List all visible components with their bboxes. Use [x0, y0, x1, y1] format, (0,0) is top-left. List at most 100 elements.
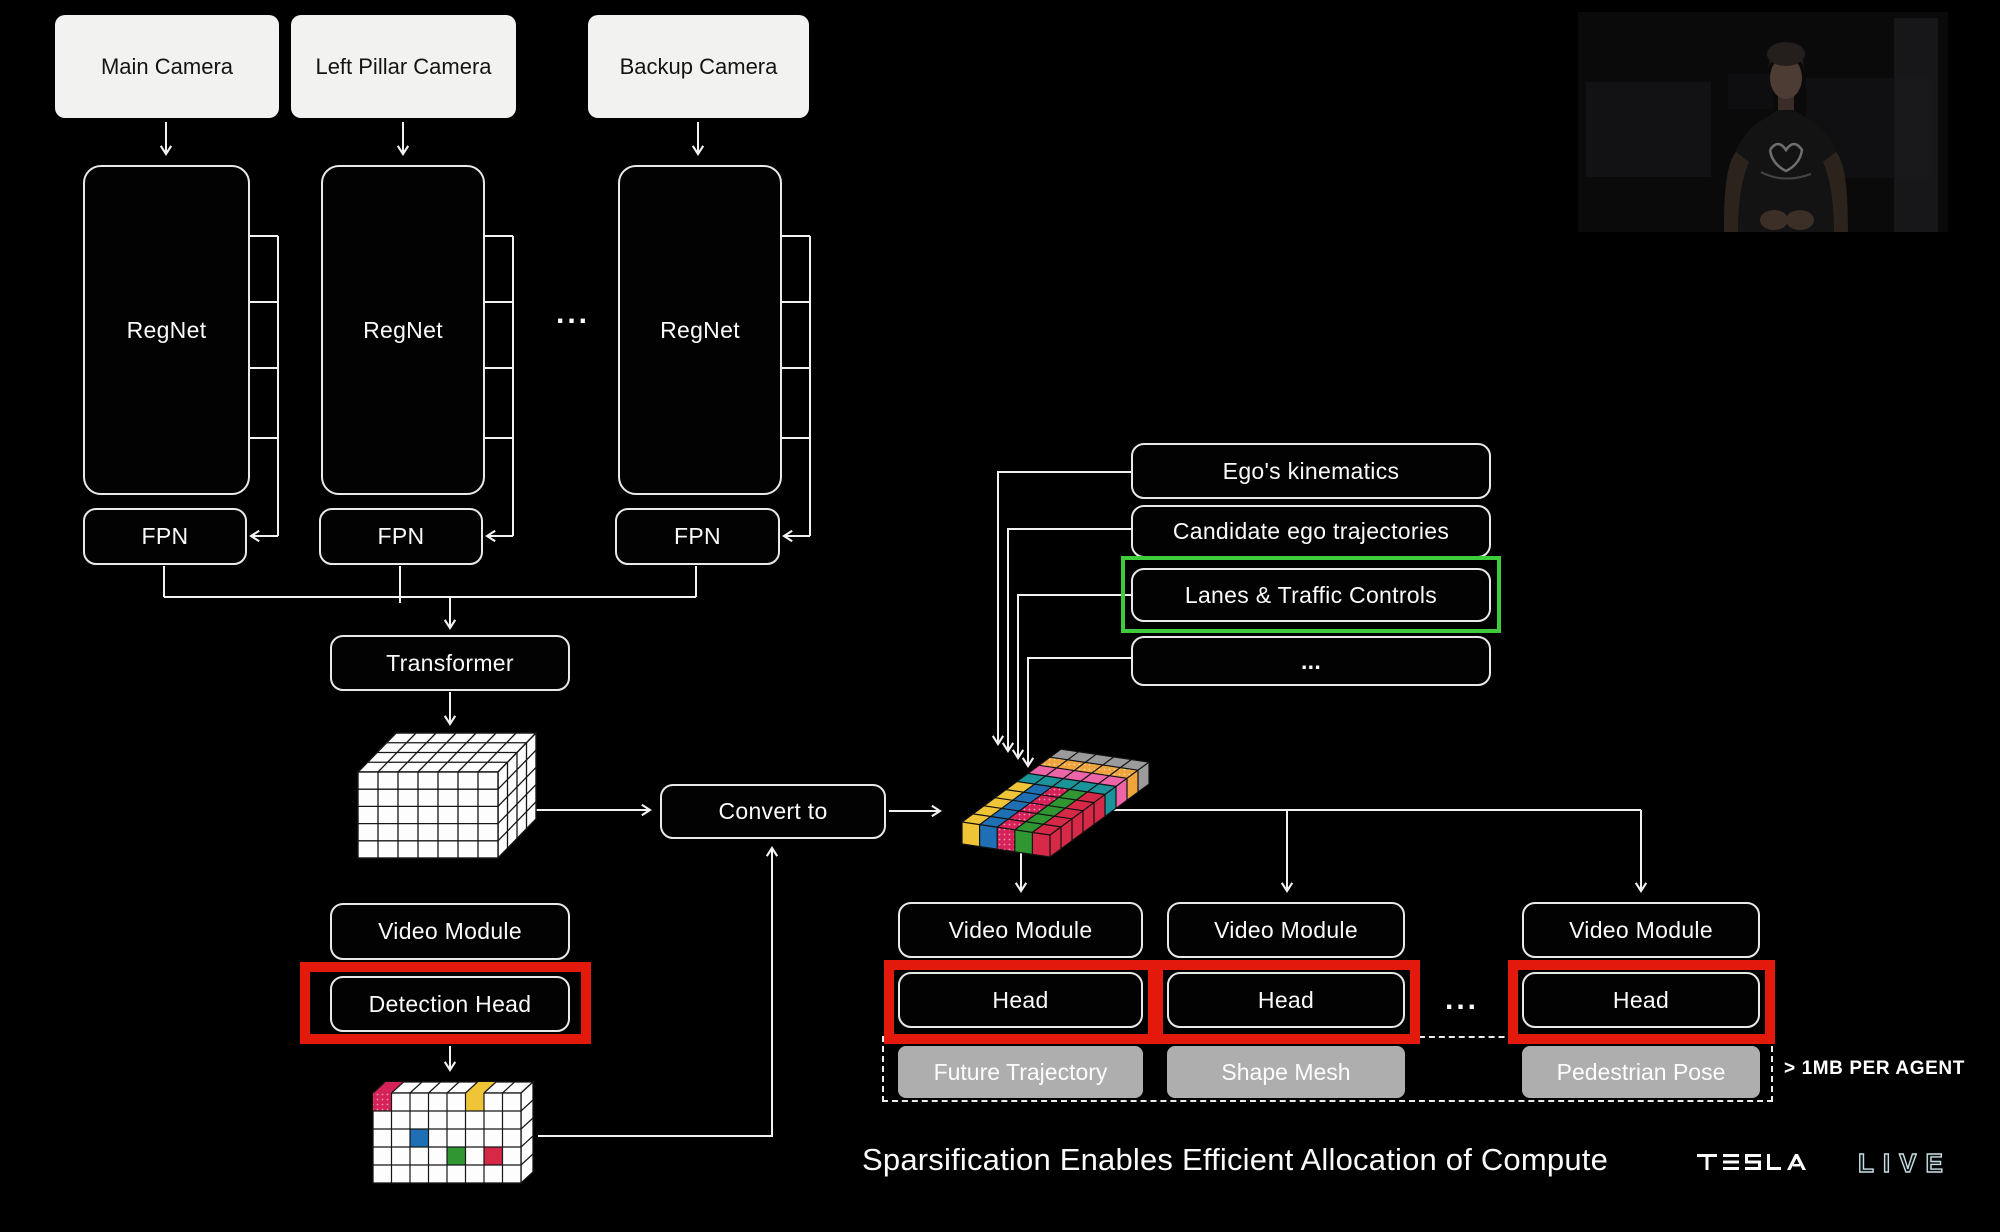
- camera-box-left-pillar: Left Pillar Camera: [291, 15, 516, 118]
- video-module-box-agent1: Video Module: [898, 902, 1143, 958]
- wire-input3-slab: [1018, 594, 1131, 758]
- slab-stripe-blue: [979, 784, 1053, 828]
- slab-stripe-green: [1014, 789, 1088, 833]
- regnet-label-1: RegNet: [126, 316, 207, 343]
- lanes-highlight: [1121, 556, 1501, 633]
- live-badge: LIVE: [1857, 1147, 1952, 1178]
- slab-side-red: [1061, 818, 1072, 849]
- regnet-box-1: RegNet: [83, 165, 250, 495]
- grid-cell-yellow: [465, 1093, 484, 1111]
- dense-feature-volume-icon: [356, 731, 538, 860]
- regnet-box-3: RegNet: [618, 165, 782, 495]
- regnet-label-3: RegNet: [660, 316, 740, 343]
- wire-grid-convert: [538, 848, 772, 1137]
- slab-stripe-yellow: [962, 781, 1035, 825]
- bracket-regnet1: [250, 235, 279, 536]
- head-highlight-agent3: [1508, 960, 1775, 1044]
- input-box-ellipsis: ...: [1131, 636, 1491, 686]
- grid-bevel-yellow: [465, 1082, 496, 1093]
- slab-stripe-red: [1032, 791, 1105, 835]
- wire-input1-slab: [998, 471, 1131, 744]
- slab-side-gray: [1138, 762, 1149, 793]
- output-label-shape-mesh: Shape Mesh: [1221, 1058, 1351, 1085]
- head-label-agent2: Head: [1257, 986, 1315, 1013]
- head-box-agent3: Head: [1522, 972, 1760, 1028]
- shirt-graphic: [1768, 142, 1804, 173]
- regnet-ellipsis-text: ...: [555, 297, 590, 330]
- input-box-candidate-trajectories: Candidate ego trajectories: [1131, 505, 1491, 558]
- input-box-ego-kinematics: Ego's kinematics: [1131, 443, 1491, 499]
- slab-side-red: [1094, 794, 1105, 825]
- slab-front-red: [1032, 832, 1050, 857]
- slab-side-red: [1083, 802, 1094, 833]
- grid-cell-red: [484, 1147, 503, 1165]
- presenter-silhouette: [1724, 42, 1848, 232]
- slab-front-blue: [979, 824, 998, 850]
- detection-grid-icon: [371, 1080, 535, 1185]
- output-box-future-trajectory: Future Trajectory: [898, 1046, 1143, 1098]
- convert-label: Convert to: [718, 798, 828, 824]
- convert-box: Convert to: [660, 784, 886, 839]
- slab-front-yellow: [962, 822, 980, 847]
- camera-label-main: Main Camera: [100, 53, 234, 79]
- camera-box-backup: Backup Camera: [588, 15, 809, 118]
- grid-cell-blue: [410, 1129, 429, 1147]
- regnet-label-2: RegNet: [363, 316, 443, 343]
- camera-label-backup: Backup Camera: [619, 53, 778, 79]
- fpn-label-2: FPN: [377, 523, 425, 549]
- output-box-shape-mesh: Shape Mesh: [1167, 1046, 1405, 1098]
- video-module-box-agent2: Video Module: [1167, 902, 1405, 958]
- fpn-box-1: FPN: [83, 508, 247, 565]
- grid-cell-green: [447, 1147, 466, 1165]
- wire-input4-slab: [1028, 657, 1131, 766]
- presenter-video: [1578, 12, 1948, 232]
- fpn-label-1: FPN: [141, 523, 189, 549]
- bracket-regnet2: [485, 235, 514, 536]
- head-box-agent2: Head: [1167, 972, 1405, 1028]
- per-agent-note: > 1MB PER AGENT: [1784, 1058, 1965, 1079]
- sparse-tensor-icon: [961, 748, 1150, 858]
- agents-ellipsis-text: ...: [1444, 983, 1479, 1016]
- agents-ellipsis: ...: [1432, 982, 1492, 1018]
- head-box-agent1: Head: [898, 972, 1143, 1028]
- regnet-box-2: RegNet: [321, 165, 485, 495]
- transformer-label: Transformer: [386, 649, 514, 676]
- slab-side-orange: [1127, 770, 1138, 801]
- input-label-lanes-traffic: Lanes & Traffic Controls: [1184, 581, 1438, 608]
- slab-side-red: [1072, 810, 1083, 841]
- head-highlight-agent2: [1153, 960, 1420, 1044]
- output-label-future-trajectory: Future Trajectory: [933, 1058, 1108, 1085]
- fpn-merge-bus: [163, 566, 697, 603]
- tesla-logo: [1697, 1154, 1806, 1170]
- stage-background-shape: [1586, 82, 1711, 177]
- slab-side-pink: [1116, 778, 1127, 809]
- input-label-candidate-trajectories: Candidate ego trajectories: [1172, 518, 1450, 544]
- grid-bevel-crimson: [373, 1082, 404, 1093]
- input-label-ellipsis: ...: [1300, 647, 1322, 674]
- video-module-label-agent3: Video Module: [1569, 916, 1713, 943]
- detection-head-highlight: [300, 962, 591, 1044]
- detection-head-label: Detection Head: [368, 990, 532, 1017]
- transformer-box: Transformer: [330, 635, 570, 691]
- fpn-label-3: FPN: [674, 523, 721, 549]
- head-label-agent1: Head: [992, 986, 1049, 1013]
- bracket-regnet3: [782, 235, 811, 536]
- slab-side-red: [1050, 826, 1061, 857]
- slab-side-teal: [1105, 786, 1116, 817]
- video-module-label-left: Video Module: [378, 918, 522, 944]
- output-box-pedestrian-pose: Pedestrian Pose: [1522, 1046, 1760, 1098]
- slide-caption: Sparsification Enables Efficient Allocat…: [862, 1142, 1609, 1177]
- fpn-box-2: FPN: [319, 508, 483, 565]
- output-label-pedestrian-pose: Pedestrian Pose: [1556, 1058, 1726, 1085]
- regnet-ellipsis: ...: [546, 296, 600, 332]
- slab-front-green: [1014, 829, 1033, 855]
- video-module-box-agent3: Video Module: [1522, 902, 1760, 958]
- video-module-box-left: Video Module: [330, 903, 570, 960]
- video-module-label-agent2: Video Module: [1214, 916, 1358, 943]
- input-box-lanes-traffic: Lanes & Traffic Controls: [1131, 568, 1491, 622]
- wire-input2-slab: [1008, 528, 1131, 751]
- video-module-label-agent1: Video Module: [948, 916, 1093, 943]
- camera-label-left-pillar: Left Pillar Camera: [315, 53, 492, 79]
